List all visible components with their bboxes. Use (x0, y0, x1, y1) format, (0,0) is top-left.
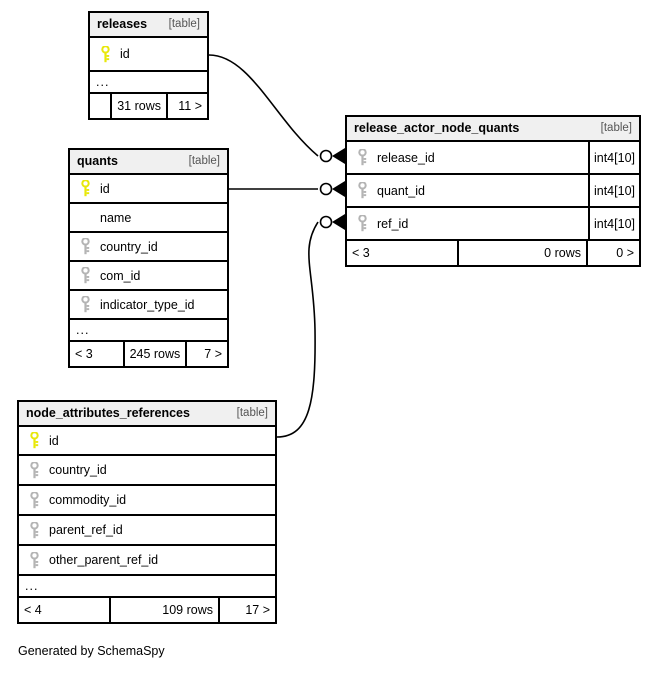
column-name: id (100, 181, 110, 196)
column-cell: indicator_type_id (70, 291, 227, 318)
table-row[interactable]: indicator_type_id (70, 291, 227, 320)
table-row[interactable]: name (70, 204, 227, 233)
generated-by-caption: Generated by SchemaSpy (18, 644, 165, 658)
primary-key-icon (25, 432, 43, 449)
table-header-releases: releases [table] (90, 13, 207, 38)
footer-child-count[interactable]: 17 > (245, 603, 270, 617)
column-name: indicator_type_id (100, 297, 195, 312)
column-name: release_id (377, 150, 435, 165)
table-title-quants: quants (77, 154, 118, 168)
table-row[interactable]: quant_id int4[10] (347, 175, 639, 208)
table-type-tag: [table] (236, 407, 268, 419)
footer-parent-count[interactable] (90, 94, 110, 118)
column-datatype: int4[10] (587, 142, 639, 173)
footer-parent-count[interactable]: < 4 (24, 603, 42, 617)
column-cell: com_id (70, 262, 227, 289)
foreign-key-icon (353, 215, 371, 232)
foreign-key-icon (25, 551, 43, 569)
more-columns-indicator: ... (90, 72, 207, 94)
column-cell: name (70, 204, 227, 231)
table-releases[interactable]: releases [table] id ... 31 rows 11 > (88, 11, 209, 120)
table-title-releases: releases (97, 17, 148, 31)
column-name: id (120, 47, 130, 61)
table-title-node_attributes_references: node_attributes_references (26, 406, 190, 420)
column-cell: country_id (70, 233, 227, 260)
column-cell: other_parent_ref_id (19, 546, 275, 574)
column-name: country_id (100, 239, 158, 254)
foreign-key-icon (76, 238, 94, 255)
column-cell: ref_id (347, 208, 588, 239)
table-row[interactable]: other_parent_ref_id (19, 546, 275, 576)
foreign-key-icon (353, 182, 371, 199)
column-name: com_id (100, 268, 141, 283)
column-datatype: int4[10] (587, 208, 639, 239)
footer-parent-count[interactable]: < 3 (352, 246, 370, 260)
cardinality-marker-ref_id (319, 214, 345, 230)
foreign-key-icon (25, 521, 43, 539)
footer-row-count: 109 rows (109, 598, 220, 622)
foreign-key-icon (25, 491, 43, 509)
column-name: quant_id (377, 183, 425, 198)
table-type-tag: [table] (168, 18, 200, 30)
table-node_attributes_references[interactable]: node_attributes_references [table] id co… (17, 400, 277, 624)
column-cell: id (19, 427, 275, 454)
table-row[interactable]: commodity_id (19, 486, 275, 516)
foreign-key-icon (76, 267, 94, 284)
more-columns-indicator: ... (70, 320, 227, 342)
table-row[interactable]: com_id (70, 262, 227, 291)
more-columns-indicator: ... (19, 576, 275, 598)
column-name: commodity_id (49, 493, 127, 507)
table-header-node_attributes_references: node_attributes_references [table] (19, 402, 275, 427)
table-release_actor_node_quants[interactable]: release_actor_node_quants [table] releas… (345, 115, 641, 267)
footer-child-count[interactable]: 11 > (178, 99, 202, 113)
footer-row-count: 0 rows (457, 241, 588, 265)
column-name: ref_id (377, 216, 409, 231)
primary-key-icon (76, 180, 94, 197)
column-cell: id (70, 175, 227, 202)
footer-row-count: 245 rows (122, 342, 188, 366)
relationship-line-releases-release_id (208, 54, 319, 157)
table-row[interactable]: country_id (70, 233, 227, 262)
table-row[interactable]: parent_ref_id (19, 516, 275, 546)
cardinality-marker-quant_id (319, 181, 345, 197)
column-cell: quant_id (347, 175, 588, 206)
table-row[interactable]: id (70, 175, 227, 204)
primary-key-icon (96, 45, 114, 63)
table-header-release_actor_node_quants: release_actor_node_quants [table] (347, 117, 639, 142)
footer-child-count[interactable]: 7 > (204, 347, 222, 361)
column-name: id (49, 433, 59, 448)
table-row[interactable]: id (90, 38, 207, 72)
foreign-key-icon (25, 461, 43, 479)
column-name: country_id (49, 463, 107, 477)
foreign-key-icon (353, 149, 371, 166)
footer-child-count[interactable]: 0 > (616, 246, 634, 260)
table-quants[interactable]: quants [table] id name country_id (68, 148, 229, 368)
column-name: parent_ref_id (49, 523, 123, 537)
column-name: other_parent_ref_id (49, 553, 159, 567)
column-datatype: int4[10] (587, 175, 639, 206)
table-row[interactable]: ref_id int4[10] (347, 208, 639, 241)
table-footer-release_actor_node_quants: < 3 0 rows 0 > (347, 241, 639, 265)
column-cell: id (90, 38, 207, 70)
foreign-key-icon (76, 296, 94, 313)
table-row[interactable]: id (19, 427, 275, 456)
footer-parent-count[interactable]: < 3 (75, 347, 93, 361)
table-header-quants: quants [table] (70, 150, 227, 175)
footer-row-count: 31 rows (110, 94, 169, 118)
table-footer-releases: 31 rows 11 > (90, 94, 207, 118)
table-row[interactable]: release_id int4[10] (347, 142, 639, 175)
table-row[interactable]: country_id (19, 456, 275, 486)
table-type-tag: [table] (600, 122, 632, 134)
relationship-line-node_attributes_references-ref_id (276, 221, 319, 438)
table-title-release_actor_node_quants: release_actor_node_quants (354, 121, 520, 135)
column-name: name (100, 210, 132, 225)
column-cell: country_id (19, 456, 275, 484)
column-cell: commodity_id (19, 486, 275, 514)
column-cell: release_id (347, 142, 588, 173)
table-footer-quants: < 3 245 rows 7 > (70, 342, 227, 366)
table-footer-node_attributes_references: < 4 109 rows 17 > (19, 598, 275, 622)
column-cell: parent_ref_id (19, 516, 275, 544)
table-type-tag: [table] (188, 155, 220, 167)
